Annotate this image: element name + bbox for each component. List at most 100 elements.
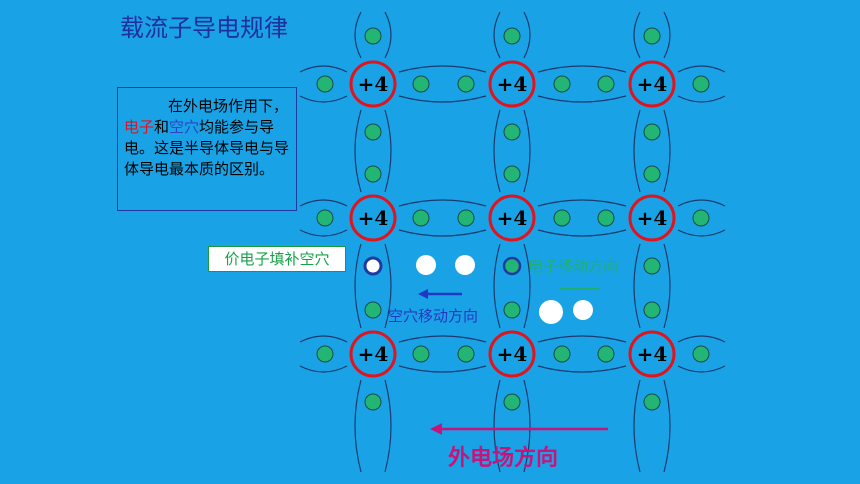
- bond-line: [354, 243, 362, 329]
- bond-line: [663, 243, 671, 329]
- note-hole: 空穴: [169, 118, 200, 136]
- bond-line: [677, 229, 726, 237]
- atom-charge-label: +4: [637, 72, 668, 96]
- bond-line: [299, 65, 348, 73]
- atom-charge-label: +4: [497, 206, 528, 230]
- bond-line: [537, 365, 627, 373]
- bond-line: [677, 95, 726, 103]
- hole-direction-label: 空穴移动方向: [388, 307, 479, 325]
- field-direction-label: 外电场方向: [448, 446, 559, 471]
- atom-charge-label: +4: [358, 342, 389, 366]
- valence-electron: [692, 345, 710, 363]
- valence-electron: [316, 75, 334, 93]
- valence-electron: [643, 165, 661, 183]
- atom-core: [349, 60, 397, 108]
- moving-electron: [502, 256, 522, 276]
- valence-electron: [597, 75, 615, 93]
- atom-core: [488, 330, 536, 378]
- hole: [539, 300, 563, 324]
- valence-electron: [553, 75, 571, 93]
- bond-line: [633, 11, 641, 59]
- valence-electron: [692, 75, 710, 93]
- valence-electron: [364, 27, 382, 45]
- hole-direction-arrowhead: [418, 289, 428, 299]
- bond-line: [354, 109, 362, 193]
- atom-charge-label: +4: [497, 342, 528, 366]
- bond-line: [523, 379, 531, 473]
- hole-being-filled: [363, 256, 383, 276]
- bond-line: [537, 65, 627, 73]
- valence-electron: [364, 165, 382, 183]
- bond-line: [354, 11, 362, 59]
- valence-electron: [503, 393, 521, 411]
- bond-line: [677, 65, 726, 73]
- bond-line: [299, 335, 348, 343]
- atom-core: [488, 194, 536, 242]
- valence-electron: [553, 345, 571, 363]
- bond-line: [677, 365, 726, 373]
- bond-line: [398, 95, 487, 103]
- valence-electron: [643, 123, 661, 141]
- bond-line: [493, 109, 501, 193]
- atom-charge-label: +4: [358, 206, 389, 230]
- bond-line: [299, 95, 348, 103]
- bond-line: [299, 365, 348, 373]
- bond-line: [633, 379, 641, 473]
- bond-line: [384, 11, 392, 59]
- valence-electron: [692, 209, 710, 227]
- note-prefix: 在外电场作用下，: [168, 97, 289, 115]
- fill-hole-label: 价电子填补空穴: [208, 246, 346, 272]
- covalent-bonds: [299, 11, 726, 473]
- bond-line: [398, 229, 487, 237]
- bond-line: [384, 379, 392, 473]
- valence-electron: [457, 345, 475, 363]
- valence-electron: [643, 257, 661, 275]
- valence-electron: [503, 123, 521, 141]
- field-direction-arrowhead: [430, 423, 442, 435]
- bond-line: [677, 199, 726, 207]
- atom-core: [628, 330, 676, 378]
- hole: [573, 300, 593, 320]
- bond-line: [493, 11, 501, 59]
- atom-core: [488, 60, 536, 108]
- bond-line: [398, 365, 487, 373]
- valence-electron: [457, 75, 475, 93]
- bond-line: [398, 199, 487, 207]
- valence-electron: [316, 209, 334, 227]
- valence-electron: [364, 123, 382, 141]
- bond-line: [523, 11, 531, 59]
- page-title: 载流子导电规律: [120, 14, 288, 42]
- hole: [416, 255, 436, 275]
- hole: [455, 255, 475, 275]
- atom-core: [628, 60, 676, 108]
- atom-charge-label: +4: [358, 72, 389, 96]
- bond-line: [633, 109, 641, 193]
- bond-line: [493, 243, 501, 329]
- bond-line: [663, 379, 671, 473]
- valence-electron: [597, 209, 615, 227]
- bond-line: [537, 335, 627, 343]
- bond-line: [299, 199, 348, 207]
- bond-line: [384, 109, 392, 193]
- note-and: 和: [154, 118, 170, 136]
- valence-electrons: [316, 27, 710, 411]
- atom-charge-label: +4: [637, 206, 668, 230]
- valence-electron: [503, 165, 521, 183]
- bond-line: [663, 109, 671, 193]
- bond-line: [677, 335, 726, 343]
- valence-electron: [412, 75, 430, 93]
- bond-line: [398, 65, 487, 73]
- carrier-markers: [363, 255, 608, 435]
- atom-core: [349, 330, 397, 378]
- electron-direction-label: 电子移动方向: [528, 257, 619, 275]
- valence-electron: [643, 301, 661, 319]
- bond-line: [384, 243, 392, 329]
- bond-line: [537, 229, 627, 237]
- bond-line: [354, 379, 362, 473]
- bond-line: [523, 243, 531, 329]
- bond-line: [299, 229, 348, 237]
- explanation-box: 在外电场作用下，电子和空穴均能参与导电。这是半导体导电与导体导电最本质的区别。: [117, 87, 297, 211]
- bond-line: [633, 243, 641, 329]
- valence-electron: [316, 345, 334, 363]
- bond-line: [663, 11, 671, 59]
